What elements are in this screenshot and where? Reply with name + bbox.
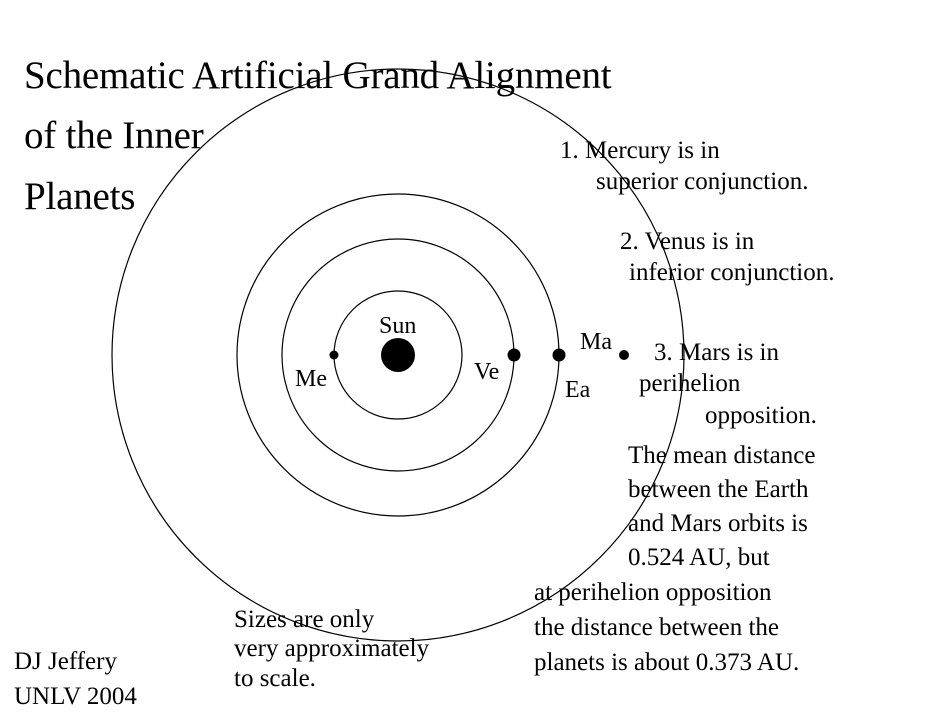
mars-note-line-3: opposition. <box>705 401 817 429</box>
scale-note-line-2: very approximately <box>234 635 430 663</box>
credit: DJ Jeffery UNLV 2004 <box>14 645 137 714</box>
mercury-note-line-2: superior conjunction. <box>596 168 809 196</box>
distance-note-line-7: planets is about 0.373 AU. <box>534 649 800 676</box>
distance-note-lower: at perihelion opposition the distance be… <box>534 575 799 680</box>
scale-note-line-3: to scale. <box>234 664 316 692</box>
distance-note-upper: The mean distance between the Earth and … <box>628 439 815 575</box>
earth-label: Ea <box>565 377 591 403</box>
distance-note-line-3: and Mars orbits is <box>628 510 808 537</box>
distance-note-line-1: The mean distance <box>628 442 816 469</box>
mars-note-line-2: perihelion <box>639 370 741 398</box>
earth-dot <box>552 348 566 362</box>
venus-note: 2. Venus is in inferior conjunction. <box>620 226 835 289</box>
diagram-title: Schematic Artificial Grand Alignment of … <box>24 46 612 227</box>
mercury-note: 1. Mercury is in superior conjunction. <box>560 135 808 198</box>
distance-note-line-5: at perihelion opposition <box>534 579 772 606</box>
distance-note-line-4: 0.524 AU, but <box>628 544 770 571</box>
credit-affiliation: UNLV 2004 <box>14 682 137 710</box>
mars-dot <box>619 350 629 360</box>
sun-disc <box>381 338 415 372</box>
mercury-label: Me <box>295 366 327 392</box>
venus-label: Ve <box>474 359 500 385</box>
title-line-1: Schematic Artificial Grand Alignment <box>24 54 612 97</box>
mars-orbit <box>111 68 685 642</box>
credit-author: DJ Jeffery <box>14 648 117 675</box>
title-line-2: of the Inner <box>24 114 204 158</box>
mercury-note-line-1: 1. Mercury is in <box>560 137 720 164</box>
mars-note: 3. Mars is in perihelion opposition. <box>639 337 817 431</box>
mercury-dot <box>329 350 339 360</box>
scale-note-line-1: Sizes are only <box>234 606 375 633</box>
venus-note-line-2: inferior conjunction. <box>629 259 835 287</box>
distance-note-line-6: the distance between the <box>534 614 780 641</box>
mars-label: Ma <box>580 329 612 355</box>
venus-note-line-1: 2. Venus is in <box>620 228 755 255</box>
scale-note: Sizes are only very approximately to sca… <box>234 605 429 693</box>
distance-note-line-2: between the Earth <box>628 476 809 503</box>
venus-dot <box>507 348 521 362</box>
sun-label: Sun <box>379 313 417 339</box>
title-line-3: Planets <box>24 174 136 218</box>
mars-note-line-1: 3. Mars is in <box>654 339 779 366</box>
